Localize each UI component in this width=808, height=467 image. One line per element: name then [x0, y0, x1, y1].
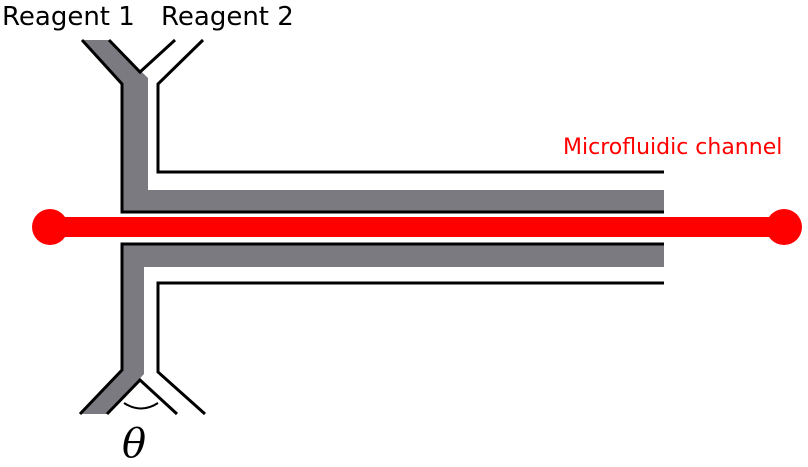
top-left-outline — [80, 38, 664, 214]
angle-arc — [123, 402, 159, 410]
reagent-2-label: Reagent 2 — [161, 2, 294, 32]
top-outer-wall — [82, 40, 664, 212]
bottom-right-outline — [156, 281, 664, 416]
channel-left-endpoint — [32, 209, 68, 245]
bottom-left-outline — [78, 242, 664, 416]
top-inner-outline — [107, 38, 177, 75]
top-right-outline — [156, 38, 664, 174]
microfluidic-channel-label: Microfluidic channel — [563, 135, 783, 160]
bottom-outer-wall — [82, 244, 664, 414]
bottom-inner-outline — [105, 377, 179, 416]
reagent-1-label: Reagent 1 — [2, 2, 135, 32]
channel-right-endpoint — [766, 209, 802, 245]
angle-theta-label: θ — [122, 421, 147, 467]
